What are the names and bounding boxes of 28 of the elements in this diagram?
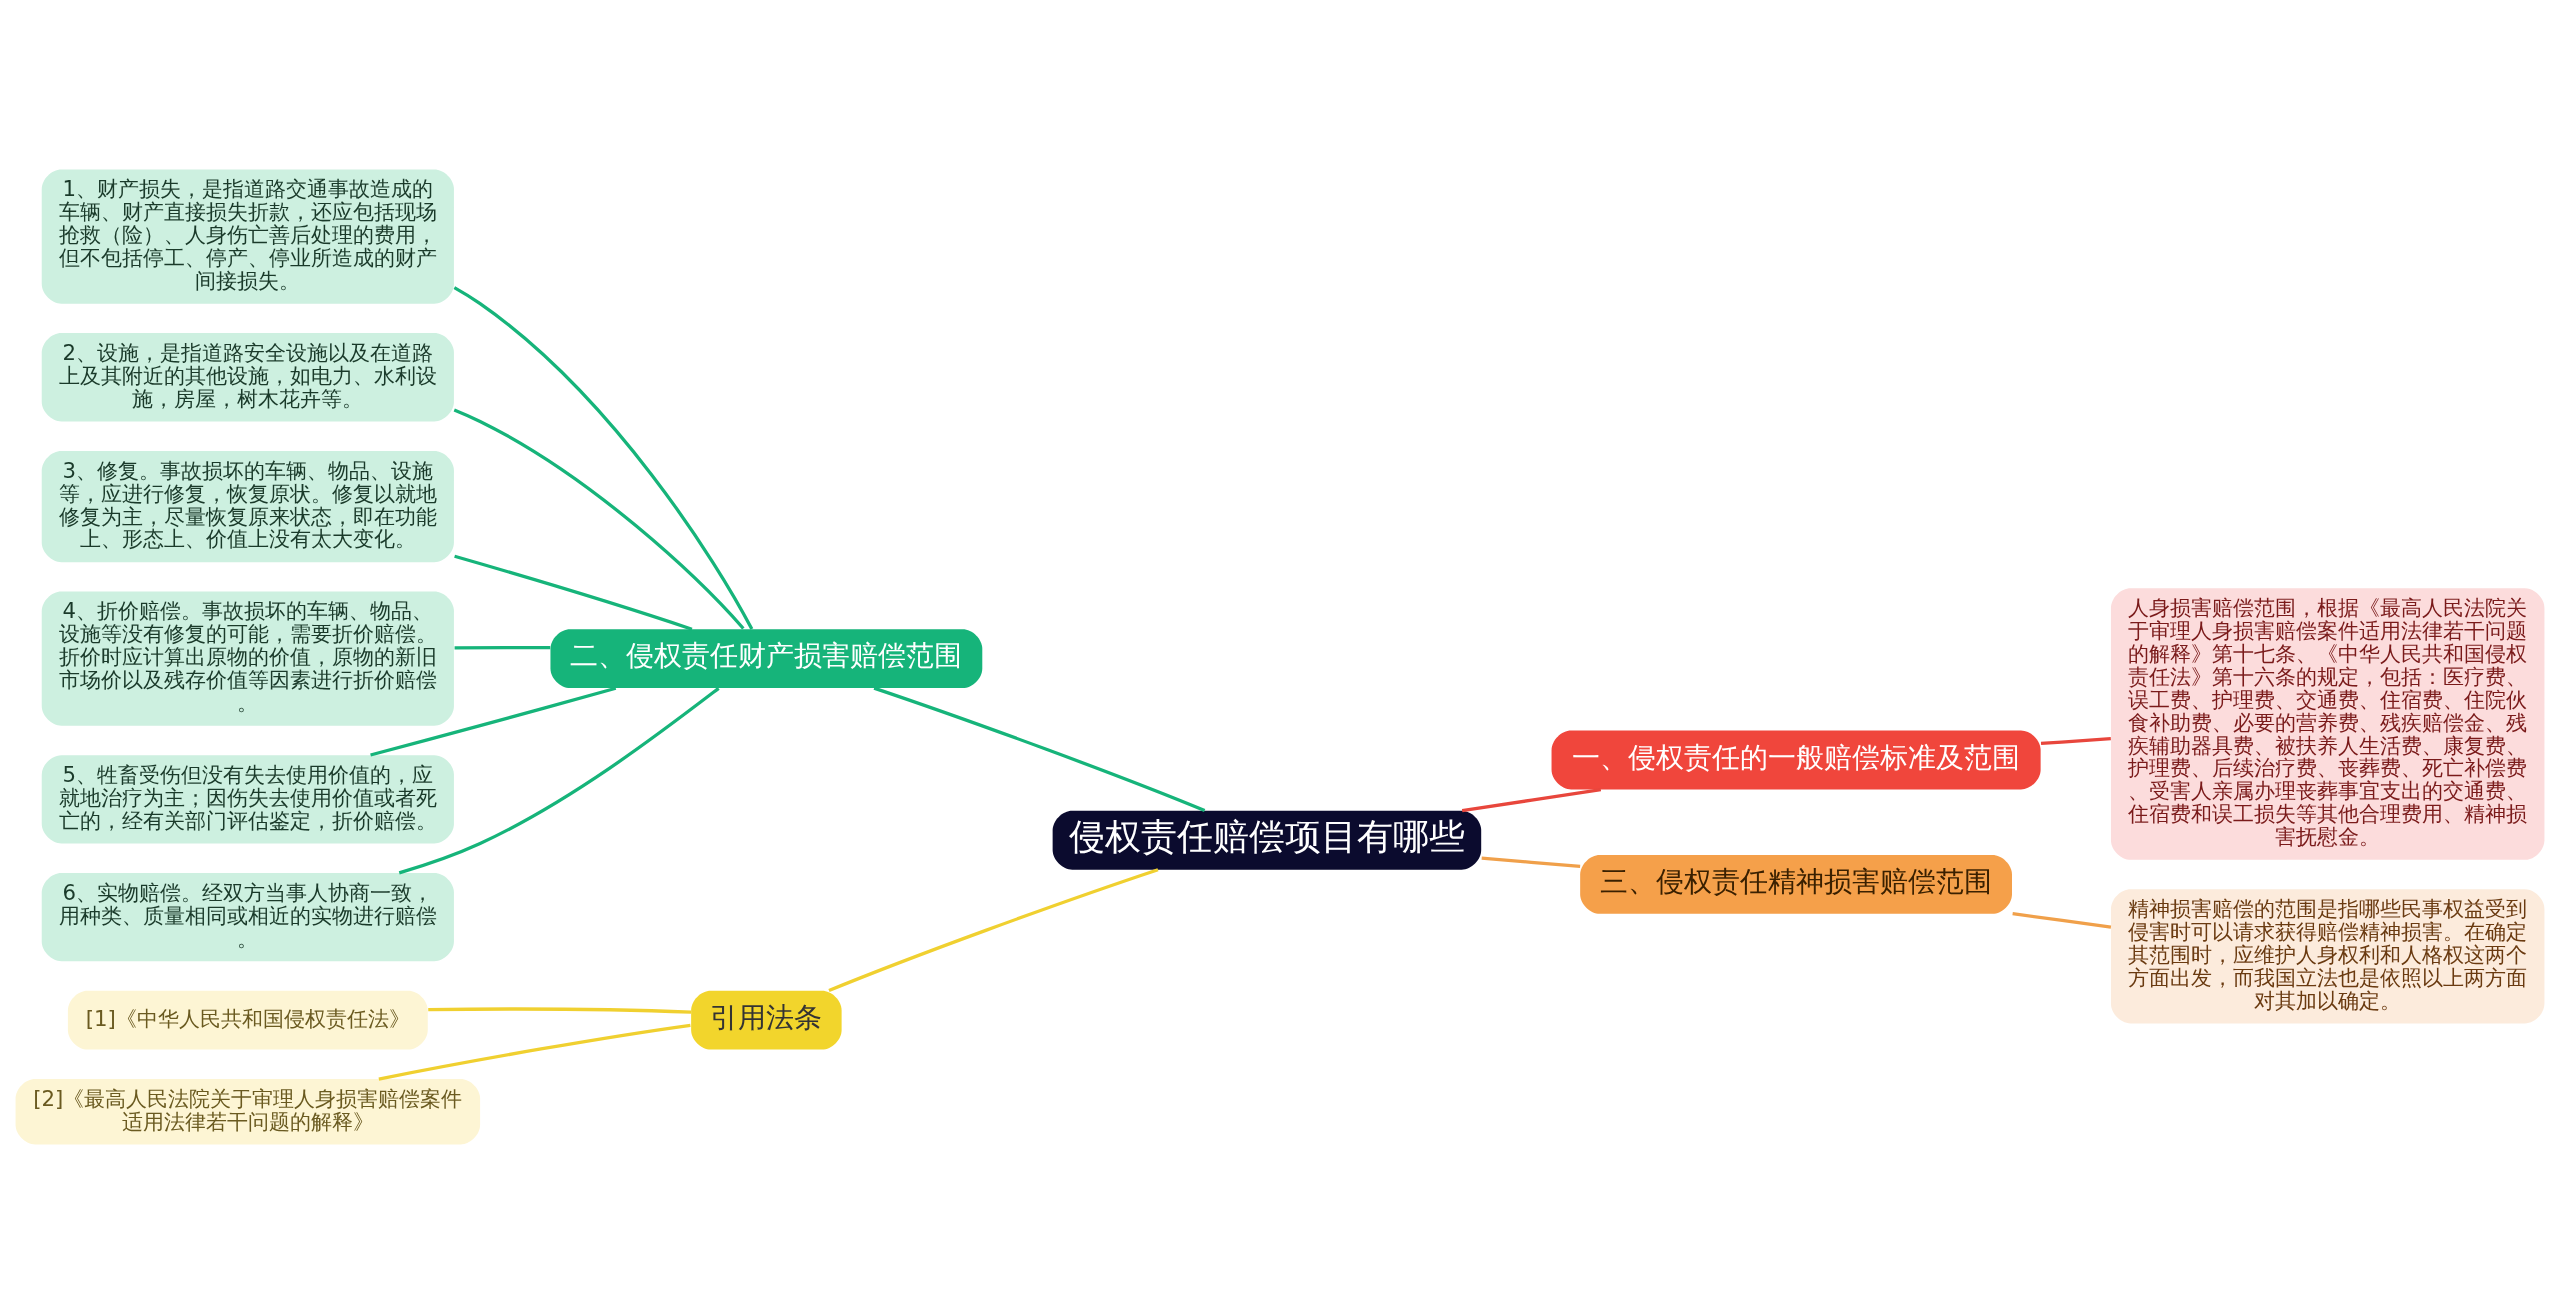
node-box: [1]《中华人民共和国侵权责任法》 <box>67 990 428 1050</box>
connector <box>873 686 1206 813</box>
node-box: [2]《最高人民法院关于审理人身损害赔偿案件适用法律若干问题的解释》 <box>15 1079 481 1145</box>
node-box: 3、修复。事故损坏的车辆、物品、设施等，应进行修复，恢复原状。修复以就地修复为主，尽量恢复原来状态，即在功能上、形态上、价值上没有太大变化。 <box>41 450 454 563</box>
node-box: 侵权责任赔偿项目有哪些 <box>1052 810 1482 870</box>
node-box: 二、侵权责任财产损害赔偿范围 <box>550 629 983 689</box>
node-box: 引用法条 <box>691 990 842 1050</box>
connector <box>2012 912 2112 929</box>
connector <box>398 687 720 875</box>
node-box: 三、侵权责任精神损害赔偿范围 <box>1580 854 2012 914</box>
node-box: 精神损害赔偿的范围是指哪些民事权益受到侵害时可以请求获得赔偿精神损害。在确定其范围时，应维护人身权利和人格权这两个方面出发，而我国立法也是依照以上两方面对其加以确定。 <box>2110 889 2545 1024</box>
connector <box>454 645 551 650</box>
node-box: 2、设施，是指道路安全设施以及在道路上及其附近的其他设施，如电力、水利设施，房屋，树木花卉等。 <box>41 333 454 422</box>
connector <box>1461 787 1602 813</box>
connector <box>2040 737 2111 746</box>
connector <box>453 286 754 630</box>
node-box: 人身损害赔偿范围，根据《最高人民法院关于审理人身损害赔偿案件适用法律若干问题的解释》第十七条、《中华人民共和国侵权责任法》第十六条的规定，包括：医疗费、误工费、护理费、交通费、住宿费、住院伙食补助费、必要的营养费、残疾赔偿金、残疾辅助器具费、被扶养人生活费、康复费、护理费、后续治疗费、丧葬费、死亡补偿费、受害人亲属办理丧葬事宜支出的交通费、住宿费和误工损失等其他合理费用、精神损害抚慰金。 <box>2110 588 2545 860</box>
node-box: 4、折价赔偿。事故损坏的车辆、物品、设施等没有修复的可能，需要折价赔偿。折价时应计算出原物的价值，原物的新旧市场价以及残存价值等因素进行折价赔偿。 <box>41 591 454 726</box>
node-box: 6、实物赔偿。经双方当事人协商一致，用种类、质量相同或相近的实物进行赔偿。 <box>41 872 454 962</box>
connector <box>378 1023 691 1081</box>
node-box: 一、侵权责任的一般赔偿标准及范围 <box>1551 730 2041 790</box>
connector <box>428 1007 692 1014</box>
connector <box>453 408 745 630</box>
node-box: 1、财产损失，是指道路交通事故造成的车辆、财产直接损失折款，还应包括现场抢救（险）、人身伤亡善后处理的费用，但不包括停工、停产、停业所造成的财产间接损失。 <box>41 169 454 304</box>
connector <box>454 554 693 631</box>
node-box: 5、牲畜受伤但没有失去使用价值的，应就地治疗为主；因伤失去使用价值或者死亡的，经有关部门评估鉴定，折价赔偿。 <box>41 755 454 844</box>
connector <box>1481 856 1581 868</box>
connector <box>828 868 1159 993</box>
